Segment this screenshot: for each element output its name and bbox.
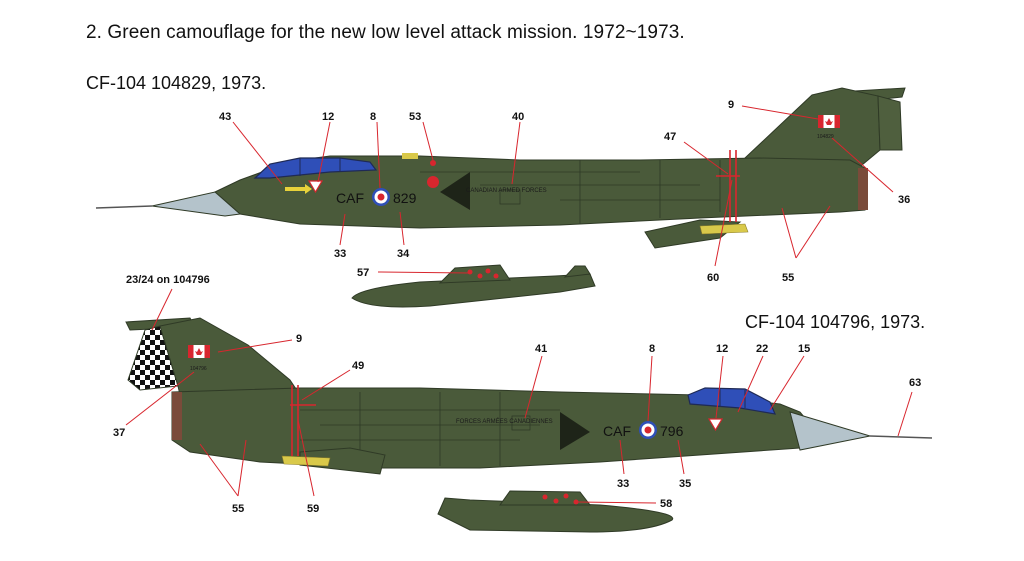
drop-tank-a	[351, 264, 596, 308]
callout-43: 43	[219, 111, 231, 123]
canopy	[253, 157, 378, 179]
roundel-a	[372, 188, 390, 206]
fuselage-stencil-b: FORCES ARMÉES CANADIENNES	[456, 418, 553, 425]
callout-58: 58	[660, 498, 672, 510]
page-title: 2. Green camouflage for the new low leve…	[86, 22, 685, 43]
callouts-b: 23/24 on 104796 9 49 41 8 12 22 15 63 37…	[113, 274, 921, 515]
callout-60: 60	[707, 272, 719, 284]
callout-37: 37	[113, 427, 125, 439]
callout-53: 53	[409, 111, 421, 123]
callout-b-33: 33	[617, 478, 629, 490]
fin-number-b: 104796	[190, 366, 207, 372]
roundel-b	[639, 421, 657, 439]
callout-b-55: 55	[232, 503, 244, 515]
callouts-a: 43 12 8 53 40 9 47 36 33 34 60 55 57	[219, 99, 910, 284]
callout-34: 34	[397, 248, 410, 260]
aircraft-profile-104796: CAF 796 FORCES ARMÉES CANADIENNES 104796	[125, 317, 933, 533]
callout-b-8: 8	[649, 343, 655, 355]
callout-36: 36	[898, 194, 910, 206]
callout-33: 33	[334, 248, 346, 260]
drop-tank-b	[437, 490, 674, 533]
serial-number-a: 829	[393, 190, 417, 206]
callout-22: 22	[756, 343, 768, 355]
callout-41: 41	[535, 343, 547, 355]
callout-63: 63	[909, 377, 921, 389]
aircraft-title-104796: CF-104 104796, 1973.	[745, 312, 926, 332]
callout-55: 55	[782, 272, 794, 284]
callout-35: 35	[679, 478, 691, 490]
serial-prefix-a: CAF	[336, 190, 364, 206]
pitot-tube	[95, 205, 153, 209]
fin-flag-a	[818, 115, 840, 128]
callout-40: 40	[512, 111, 524, 123]
callout-47: 47	[664, 131, 676, 143]
callout-59: 59	[307, 503, 319, 515]
callout-8: 8	[370, 111, 376, 123]
fin-number-a: 104829	[817, 134, 834, 140]
callout-b-12: 12	[716, 343, 728, 355]
serial-prefix-b: CAF	[603, 423, 631, 439]
nose-radome	[151, 191, 242, 217]
callout-57: 57	[357, 267, 369, 279]
callout-49: 49	[352, 360, 364, 372]
callout-12: 12	[322, 111, 334, 123]
aircraft-profile-104829: CAF 829 CANADIAN ARMED FORCES 104829	[95, 87, 906, 308]
note-23-24: 23/24 on 104796	[126, 274, 210, 286]
fin-flag-b	[188, 345, 210, 358]
callout-b-9: 9	[296, 333, 302, 345]
serial-number-b: 796	[660, 423, 684, 439]
callout-15: 15	[798, 343, 810, 355]
callout-9: 9	[728, 99, 734, 111]
aircraft-title-104829: CF-104 104829, 1973.	[86, 73, 267, 93]
fuselage-stencil-a: CANADIAN ARMED FORCES	[466, 188, 547, 194]
